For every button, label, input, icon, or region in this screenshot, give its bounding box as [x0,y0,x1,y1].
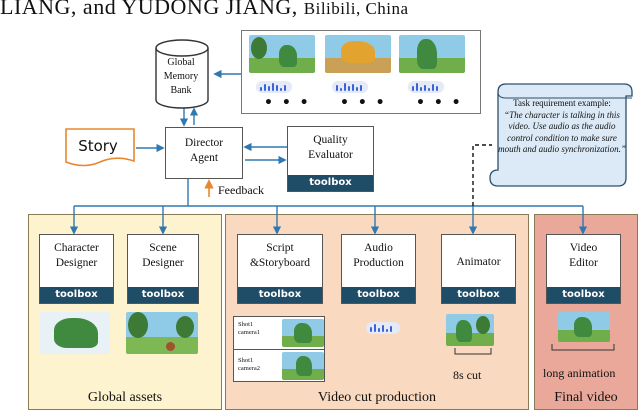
shot-label-2: Shot1 camera2 [238,357,261,372]
script-toolbox: toolbox [238,287,322,303]
character-designer: Character Designer toolbox [39,234,114,304]
animator-label: Animator [456,256,501,268]
task-dashed-line [472,144,492,206]
final-video-title: Final video [554,390,618,405]
task-text: “The character is talking in this video.… [498,109,626,155]
final-video-image [558,312,610,342]
long-animation-label: long animation [543,366,616,380]
video-editor: Video Editor toolbox [546,234,621,304]
memory-bank-label: Global Memory Bank [163,57,199,96]
quality-toolbox: toolbox [288,175,373,191]
video-cut-title: Video cut production [317,390,437,405]
feedback-label: Feedback [218,183,264,197]
shot-image-2 [282,352,324,380]
director-label: Director Agent [184,137,224,164]
cut-label: 8s cut [453,368,482,382]
scroll-icon [489,83,633,187]
scene-designer-label: Scene Designer [142,242,184,269]
character-image [40,312,110,354]
editor-toolbox: toolbox [547,287,620,303]
memory-thumb-1 [249,35,315,73]
audio-production-label: Audio Production [353,242,404,269]
audio-wave-icon [332,81,368,93]
database-icon [155,39,209,109]
audio-production: Audio Production toolbox [341,234,416,304]
animator-toolbox: toolbox [442,287,515,303]
shot-image-1 [282,319,324,347]
audio-toolbox: toolbox [342,287,415,303]
video-editor-label: Video Editor [569,242,598,269]
audio-wave-icon [256,81,292,93]
quality-evaluator: Quality Evaluator toolbox [287,126,374,192]
task-title: Task requirement example: [513,98,611,108]
memory-thumb-2 [325,35,391,73]
global-assets-title: Global assets [87,390,163,405]
memory-dots: • • • [264,95,311,111]
memory-panel: • • • • • • • • • [241,30,481,114]
quality-label: Quality Evaluator [308,134,353,161]
header-authors: LIANG, and YUDONG JIANG, [0,0,298,19]
animator: Animator toolbox [441,234,516,304]
story-label: Story [78,137,118,155]
header-line: LIANG, and YUDONG JIANG, Bilibili, China [0,0,409,20]
document-icon [65,128,135,167]
scene-designer: Scene Designer toolbox [127,234,199,304]
director-agent: Director Agent [165,127,243,179]
shot-label-1: Shot1 camera1 [238,321,261,336]
scene-toolbox: toolbox [128,287,198,303]
cut-image [446,314,494,346]
task-requirement: Task requirement example: “The character… [497,98,627,156]
memory-thumb-3 [399,35,465,73]
character-designer-label: Character Designer [54,242,99,269]
memory-dots: • • • [340,95,387,111]
scene-image [126,312,198,354]
script-storyboard-label: Script &Storyboard [249,242,311,269]
script-storyboard: Script &Storyboard toolbox [237,234,323,304]
memory-dots: • • • [416,95,463,111]
audio-wave-icon [408,81,444,93]
storyboard-table: Shot1 camera1 Shot1 camera2 [233,316,325,382]
character-toolbox: toolbox [40,287,113,303]
audio-wave-icon [366,322,400,334]
header-affiliation: Bilibili, China [303,0,409,18]
